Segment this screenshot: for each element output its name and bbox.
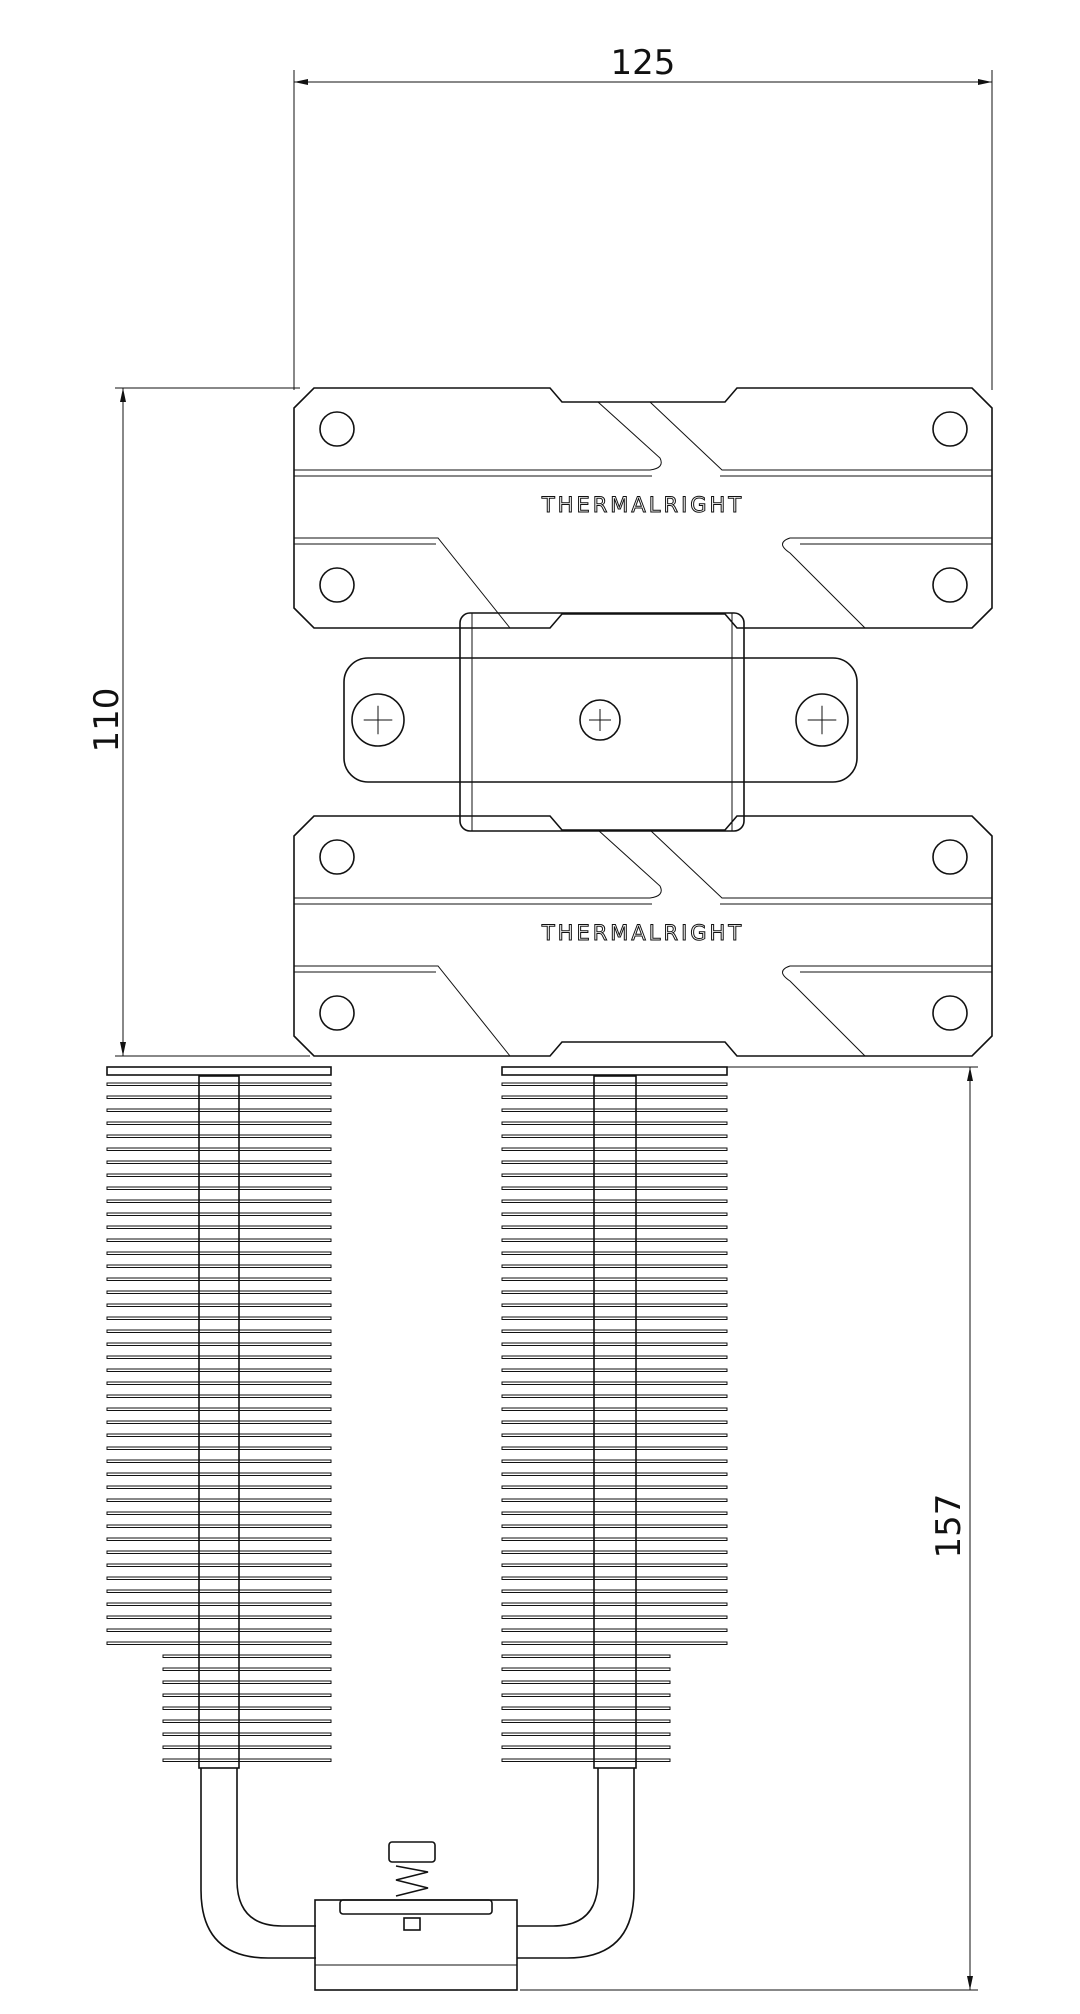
fin	[501, 1719, 671, 1723]
fin	[501, 1758, 671, 1762]
screw-head	[351, 693, 405, 747]
depth-dimension: 110	[87, 387, 310, 1057]
heatpipe-bend	[517, 1768, 635, 1959]
mounting-hole	[319, 567, 355, 603]
width-label: 125	[611, 43, 676, 83]
mounting-hole	[932, 839, 968, 875]
top-plate	[106, 1066, 332, 1076]
clip	[339, 1899, 493, 1915]
fin	[162, 1732, 332, 1736]
fin	[501, 1706, 671, 1710]
screw-head	[579, 699, 621, 741]
heatpipe	[198, 1075, 240, 1769]
cross-icon	[363, 705, 393, 735]
depth-label: 110	[87, 688, 127, 753]
fin	[501, 1745, 671, 1749]
fin	[162, 1719, 332, 1723]
cooler-plate	[293, 815, 993, 1057]
fin	[162, 1667, 332, 1671]
fin	[162, 1693, 332, 1697]
spring-screw-head	[388, 1841, 436, 1863]
mounting-hole	[932, 995, 968, 1031]
mounting-hole	[319, 411, 355, 447]
brand-logo-bottom: THERMALRIGHT	[541, 921, 744, 945]
plate-groove	[294, 829, 992, 905]
center-block	[459, 612, 745, 832]
height-label: 157	[929, 1494, 969, 1559]
fin	[501, 1667, 671, 1671]
height-dimension: 157	[520, 1066, 978, 1991]
cooler-plate	[293, 387, 993, 629]
plate-groove	[294, 401, 992, 477]
brand-logo-top: THERMALRIGHT	[541, 493, 744, 517]
fin	[162, 1706, 332, 1710]
fin	[501, 1654, 671, 1658]
plate-groove	[294, 965, 992, 1057]
cross-icon	[589, 709, 611, 731]
screw-head	[795, 693, 849, 747]
mounting-hole	[932, 411, 968, 447]
width-dimension: 125	[293, 43, 993, 390]
plate-groove	[294, 537, 992, 629]
fin	[501, 1732, 671, 1736]
fin	[162, 1758, 332, 1762]
fin	[501, 1680, 671, 1684]
fin	[162, 1680, 332, 1684]
mounting-hole	[319, 839, 355, 875]
fin	[162, 1745, 332, 1749]
heatpipe-bend	[200, 1768, 316, 1959]
top-view	[293, 387, 993, 1057]
top-plate	[501, 1066, 728, 1076]
fin	[162, 1654, 332, 1658]
spring	[395, 1865, 429, 1897]
heatpipe	[593, 1075, 637, 1769]
cross-icon	[807, 705, 837, 735]
mounting-hole	[319, 995, 355, 1031]
screw-nut	[403, 1917, 421, 1931]
fin	[501, 1693, 671, 1697]
mounting-bracket	[343, 657, 858, 783]
side-view	[106, 1066, 728, 1991]
mounting-hole	[932, 567, 968, 603]
